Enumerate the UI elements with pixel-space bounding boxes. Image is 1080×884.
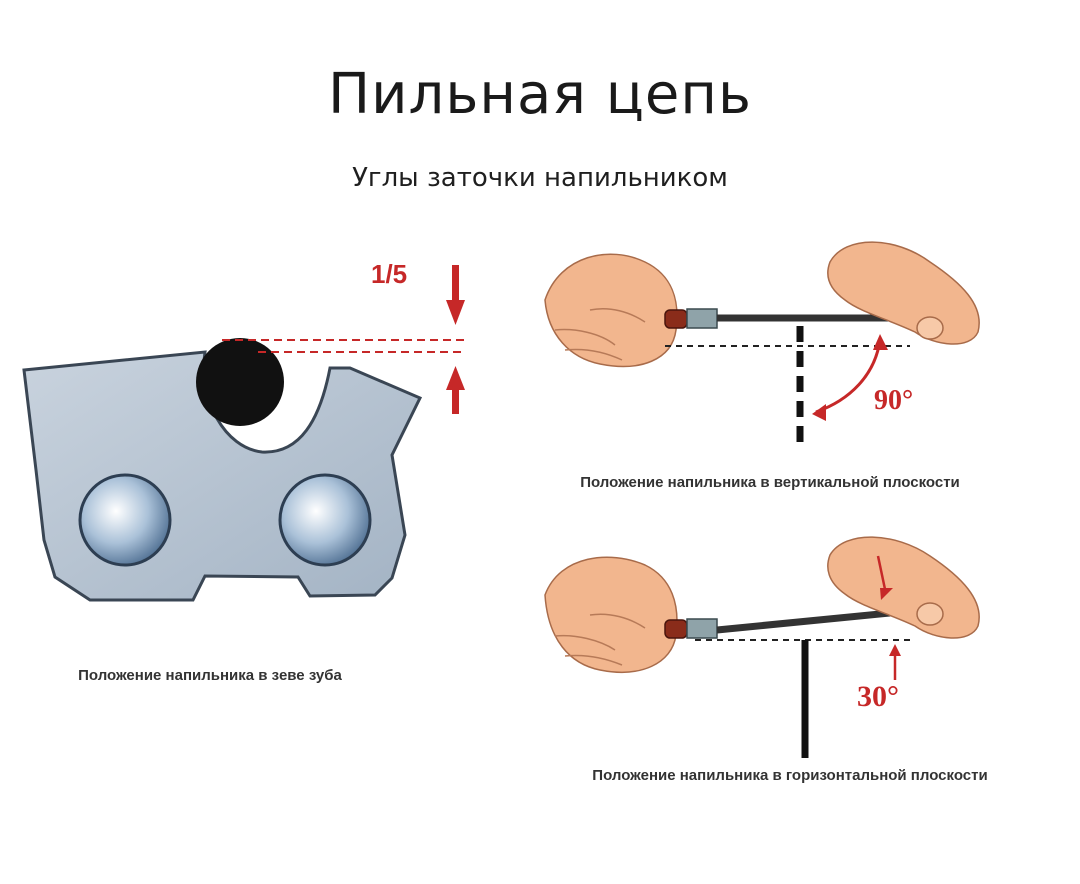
tooth-caption: Положение напильника в зеве зуба: [78, 667, 342, 684]
file-holder: [686, 308, 718, 329]
arrow-down-icon: [446, 265, 465, 325]
fraction-label: 1/5: [371, 259, 408, 289]
left-hand-icon-2: [544, 556, 678, 673]
right-hand-icon: [827, 241, 980, 345]
rivet-right: [278, 473, 372, 567]
file-handle: [664, 309, 688, 329]
angle-arrowhead-left: [812, 404, 826, 421]
angle-arrow-30: [889, 644, 901, 680]
pressure-arrow-icon: [876, 555, 893, 600]
vertical-plane-diagram: [544, 241, 980, 446]
file-holder-2: [686, 618, 718, 639]
angle-arc-90: [815, 339, 882, 414]
chain-tooth-diagram: [22, 265, 465, 602]
angle-label-30: 30°: [857, 680, 899, 713]
page-subtitle: Углы заточки напильником: [352, 163, 728, 193]
horizontal-caption: Положение напильника в горизонтальной пл…: [592, 767, 988, 784]
left-hand-icon: [544, 253, 678, 368]
file-rod-tilted: [716, 608, 901, 634]
file-handle-2: [664, 619, 688, 639]
rivet-left: [78, 473, 172, 567]
horizontal-plane-diagram: [544, 536, 980, 758]
vertical-caption: Положение напильника в вертикальной плос…: [580, 474, 960, 491]
angle-arrowhead-top: [873, 334, 888, 350]
angle-label-90: 90°: [874, 385, 914, 416]
arrow-up-icon: [446, 366, 465, 414]
file-cross-section: [196, 338, 284, 426]
page-title: Пильная цепь: [328, 62, 752, 127]
right-hand-icon-2: [827, 536, 980, 639]
